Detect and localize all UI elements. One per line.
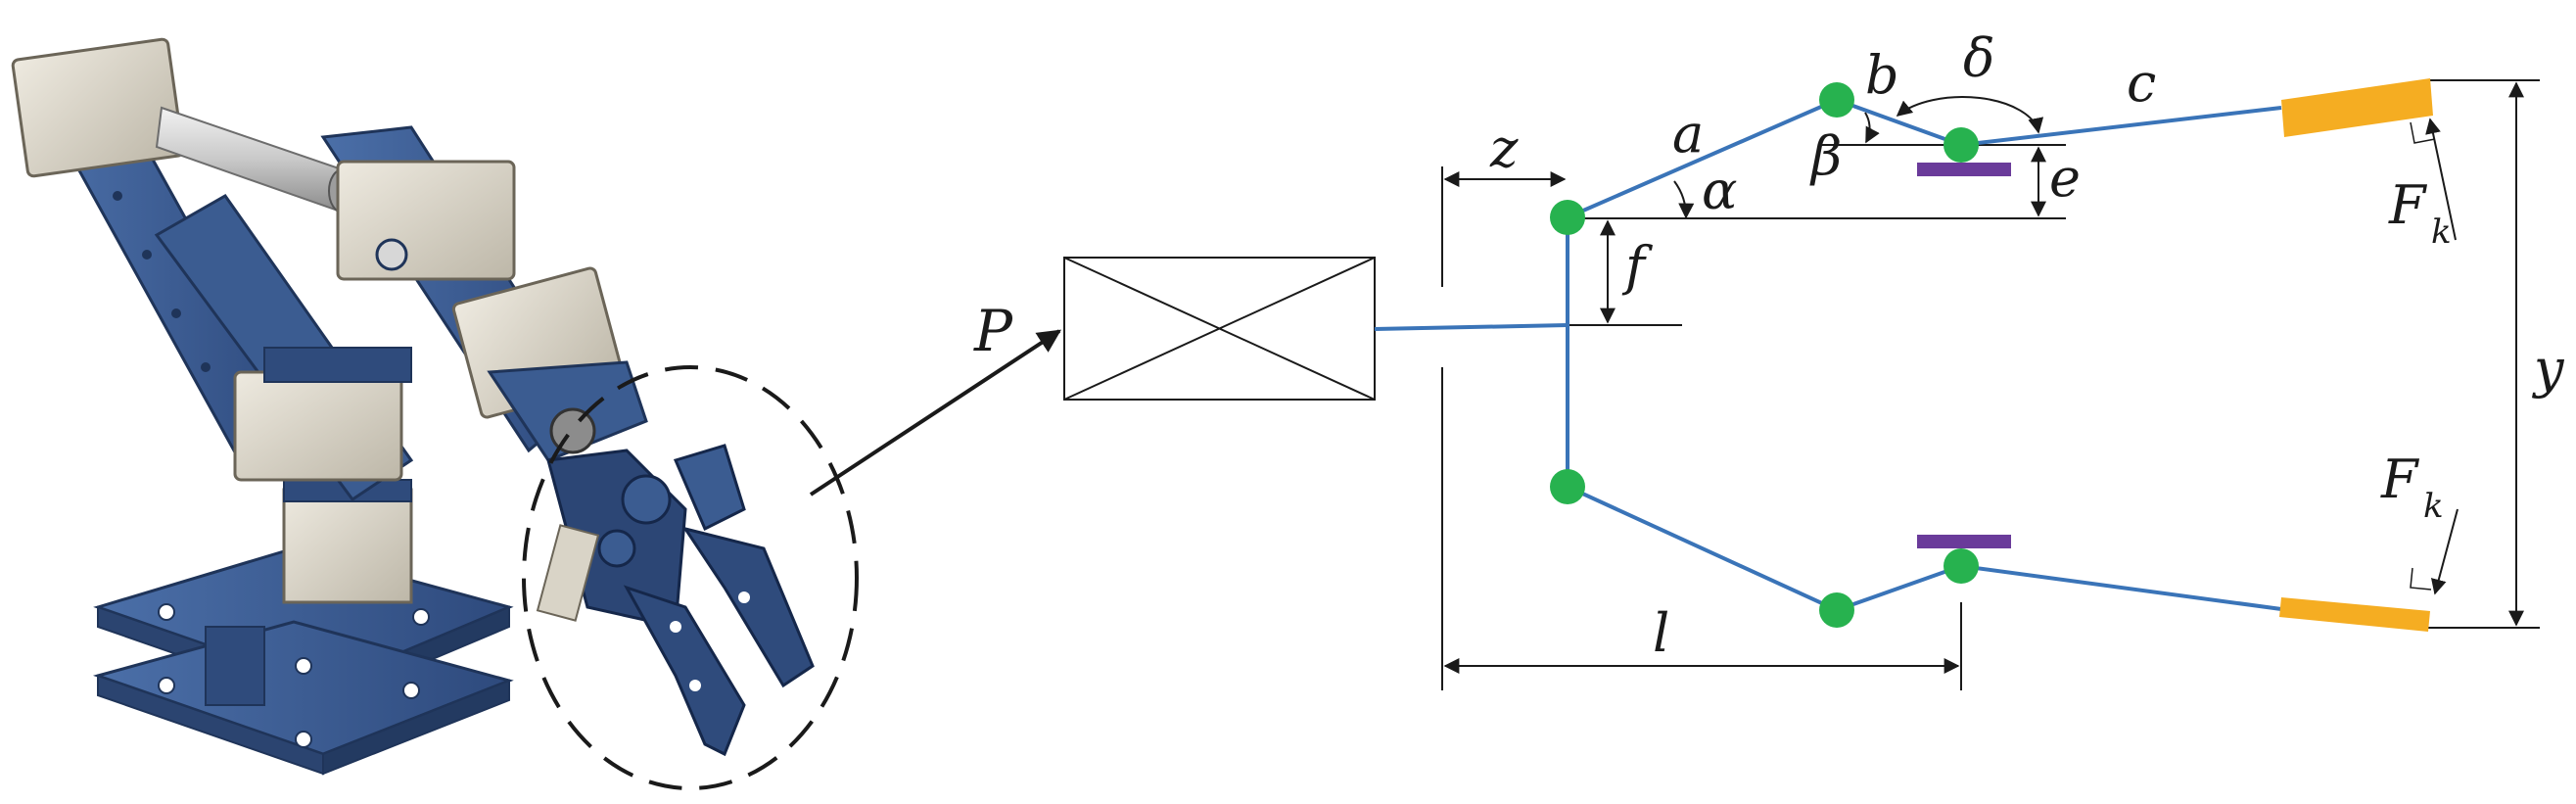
link-b-label: b [1865,44,1899,106]
gripper-highlight-ellipse [522,365,859,790]
joint-upper-pivot [1944,127,1979,163]
gripper [536,444,815,757]
input-rod [1374,323,1569,331]
joint-lower-knee [1819,592,1854,628]
upper-arm [320,125,648,462]
upper-gripping-force: F k [2388,118,2457,252]
lower-force-label: F [2380,449,2420,510]
joint-upper-knee [1819,82,1854,118]
upper-force-label: F [2388,174,2428,236]
joint-upper-base [1550,200,1585,235]
lower-stop [1917,535,2011,548]
angle-beta-arc [1864,112,1880,144]
upper-gripper-pad [2281,78,2433,137]
base-servo [282,479,413,604]
dimension-e-label: e [2049,147,2081,209]
lower-finger-link [1567,485,2282,613]
connecting-tube [155,106,357,213]
lower-gripper-pad [2279,597,2430,632]
shoulder-servos [11,37,412,482]
actuator-box [1063,257,1376,401]
kinematic-diagram: z f a α b β δ c e l y F k [1374,27,2565,690]
upper-stop [1917,163,2011,176]
link-a-label: a [1672,103,1704,165]
joint-lower-pivot [1944,548,1979,584]
pointer-arrow [809,329,1062,497]
robot-arm-illustration [11,37,859,790]
lower-gripping-force: F k [2380,449,2459,595]
dimension-z-label: z [1489,118,1519,179]
angle-alpha-label: α [1702,160,1737,221]
dimension-l-label: l [1653,602,1669,664]
lower-force-subscript: k [2423,487,2444,526]
dimension-f-label: f [1621,235,1653,297]
angle-delta-arc [1896,95,2044,134]
dimension-y-label: y [2532,338,2565,400]
angle-beta-label: β [1809,125,1842,187]
angle-delta-label: δ [1963,27,1995,89]
input-force-label: P [973,298,1013,364]
joint-lower-base [1550,469,1585,504]
angle-alpha-arc [1673,180,1695,219]
link-c-label: c [2127,52,2156,114]
upper-force-subscript: k [2431,213,2452,252]
